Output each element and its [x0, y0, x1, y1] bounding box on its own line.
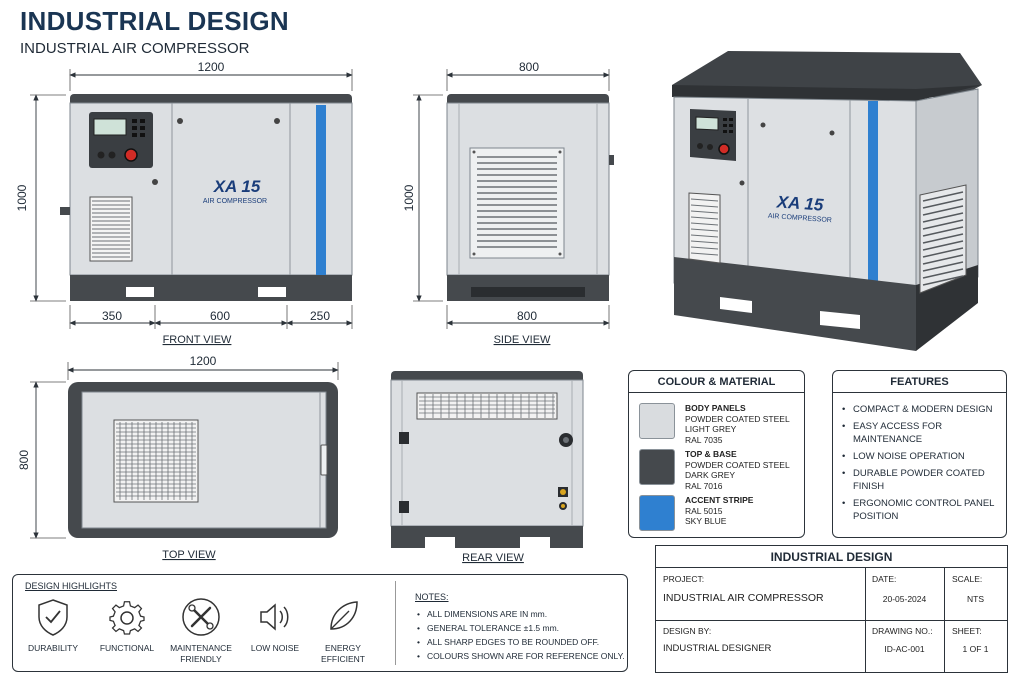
rear-view-drawing: REAR VIEW	[390, 371, 584, 564]
scale-value: NTS	[967, 594, 984, 604]
highlight-durability: DURABILITY	[13, 597, 93, 654]
side-view-drawing: 800 1000 800 SIDE VIEW	[402, 60, 614, 346]
feature-item: ERGONOMIC CONTROL PANEL POSITION	[841, 497, 998, 523]
notes-heading: NOTES:	[415, 592, 449, 602]
material-line: SKY BLUE	[685, 516, 727, 526]
notes-list: ALL DIMENSIONS ARE IN mm. GENERAL TOLERA…	[417, 607, 625, 663]
feature-item: EASY ACCESS FOR MAINTENANCE	[841, 420, 998, 446]
material-line: LIGHT GREY	[685, 424, 737, 434]
features-heading: FEATURES	[833, 371, 1006, 393]
gear-icon	[109, 601, 145, 635]
front-dim-right: 250	[310, 309, 330, 323]
shield-check-icon	[38, 599, 68, 636]
highlights-notes-panel: DESIGN HIGHLIGHTS DURABILITY FUNCTIONAL …	[12, 574, 628, 672]
colour-material-heading: COLOUR & MATERIAL	[629, 371, 804, 393]
material-item: TOP & BASE POWDER COATED STEEL DARK GREY…	[639, 449, 790, 491]
highlights-heading: DESIGN HIGHLIGHTS	[25, 581, 118, 591]
highlight-label: DURABILITY	[27, 643, 79, 653]
material-item: ACCENT STRIPE RAL 5015 SKY BLUE	[639, 495, 753, 531]
top-dim-height: 800	[17, 450, 31, 470]
page-subtitle: INDUSTRIAL AIR COMPRESSOR	[20, 40, 250, 57]
highlight-label: LOW NOISE	[250, 643, 300, 653]
page-title: INDUSTRIAL DESIGN	[20, 6, 289, 36]
highlight-energy: ENERGY EFFICIENT	[303, 597, 383, 665]
note-item: COLOURS SHOWN ARE FOR REFERENCE ONLY.	[417, 649, 625, 663]
date-value: 20-05-2024	[882, 594, 927, 604]
colour-material-panel: COLOUR & MATERIAL BODY PANELS POWDER COA…	[628, 370, 805, 538]
material-line: POWDER COATED STEEL	[685, 459, 790, 470]
design-by-label: DESIGN BY:	[663, 626, 712, 636]
project-label: PROJECT:	[663, 574, 705, 584]
note-item: ALL DIMENSIONS ARE IN mm.	[417, 607, 625, 621]
wrench-screwdriver-icon	[182, 598, 220, 636]
iso-model-label: XA 15	[775, 192, 824, 214]
features-panel: FEATURES COMPACT & MODERN DESIGN EASY AC…	[832, 370, 1007, 538]
leaf-icon	[330, 601, 358, 630]
highlight-label: MAINTENANCE FRIENDLY	[170, 643, 232, 664]
speaker-icon	[260, 603, 289, 631]
front-dim-mid: 600	[210, 309, 230, 323]
material-line: POWDER COATED STEEL	[685, 413, 790, 424]
scale-label: SCALE:	[952, 574, 983, 584]
drawing-no-value: ID-AC-001	[884, 644, 925, 654]
highlight-label: ENERGY EFFICIENT	[321, 643, 365, 664]
top-view-drawing: 1200 800 TOP VIEW	[17, 354, 339, 561]
divider	[656, 620, 1007, 621]
top-dim-width: 1200	[190, 354, 217, 368]
front-model-label: XA 15	[213, 177, 261, 196]
title-block: INDUSTRIAL DESIGN PROJECT: INDUSTRIAL AI…	[655, 545, 1008, 673]
material-line: RAL 7016	[685, 480, 723, 491]
swatch-sky-blue	[639, 495, 675, 531]
top-view-label: TOP VIEW	[162, 549, 216, 561]
side-dim-height: 1000	[402, 184, 416, 211]
drawing-no-label: DRAWING NO.:	[872, 626, 933, 636]
sheet-value: 1 OF 1	[962, 644, 989, 654]
highlight-label: FUNCTIONAL	[99, 643, 155, 653]
material-item: BODY PANELS POWDER COATED STEEL LIGHT GR…	[639, 403, 790, 445]
swatch-light-grey	[639, 403, 675, 439]
sheet-label: SHEET:	[952, 626, 982, 636]
feature-item: DURABLE POWDER COATED FINISH	[841, 467, 998, 493]
material-name: BODY PANELS	[685, 403, 746, 413]
feature-item: COMPACT & MODERN DESIGN	[841, 403, 998, 416]
material-line: RAL 7035	[685, 434, 723, 445]
project-value: INDUSTRIAL AIR COMPRESSOR	[663, 592, 824, 604]
note-item: ALL SHARP EDGES TO BE ROUNDED OFF.	[417, 635, 625, 649]
side-view-label: SIDE VIEW	[494, 334, 551, 346]
material-line: DARK GREY	[685, 470, 736, 480]
front-model-sublabel: AIR COMPRESSOR	[203, 198, 267, 205]
front-dim-left: 350	[102, 309, 122, 323]
title-block-heading: INDUSTRIAL DESIGN	[656, 546, 1007, 568]
highlight-low-noise: LOW NOISE	[235, 597, 315, 654]
front-dim-height: 1000	[15, 184, 29, 211]
material-name: TOP & BASE	[685, 449, 737, 459]
iso-model-sublabel: AIR COMPRESSOR	[768, 213, 833, 224]
divider	[395, 581, 396, 665]
swatch-dark-grey	[639, 449, 675, 485]
isometric-view-drawing: XA 15 AIR COMPRESSOR	[672, 51, 982, 351]
highlight-maintenance: MAINTENANCE FRIENDLY	[161, 597, 241, 665]
material-line: RAL 5015	[685, 505, 723, 516]
front-view-drawing: 1200 1000 XA 15 AIR COMPRESSOR 350 600	[15, 60, 353, 346]
side-dim-top: 800	[519, 60, 539, 74]
side-dim-bottom: 800	[517, 309, 537, 323]
date-label: DATE:	[872, 574, 897, 584]
material-name: ACCENT STRIPE	[685, 495, 754, 505]
front-dim-width: 1200	[198, 60, 225, 74]
feature-item: LOW NOISE OPERATION	[841, 450, 998, 463]
front-view-label: FRONT VIEW	[163, 334, 232, 346]
rear-view-label: REAR VIEW	[462, 552, 524, 564]
design-by-value: INDUSTRIAL DESIGNER	[663, 643, 772, 654]
highlight-functional: FUNCTIONAL	[87, 597, 167, 654]
note-item: GENERAL TOLERANCE ±1.5 mm.	[417, 621, 625, 635]
